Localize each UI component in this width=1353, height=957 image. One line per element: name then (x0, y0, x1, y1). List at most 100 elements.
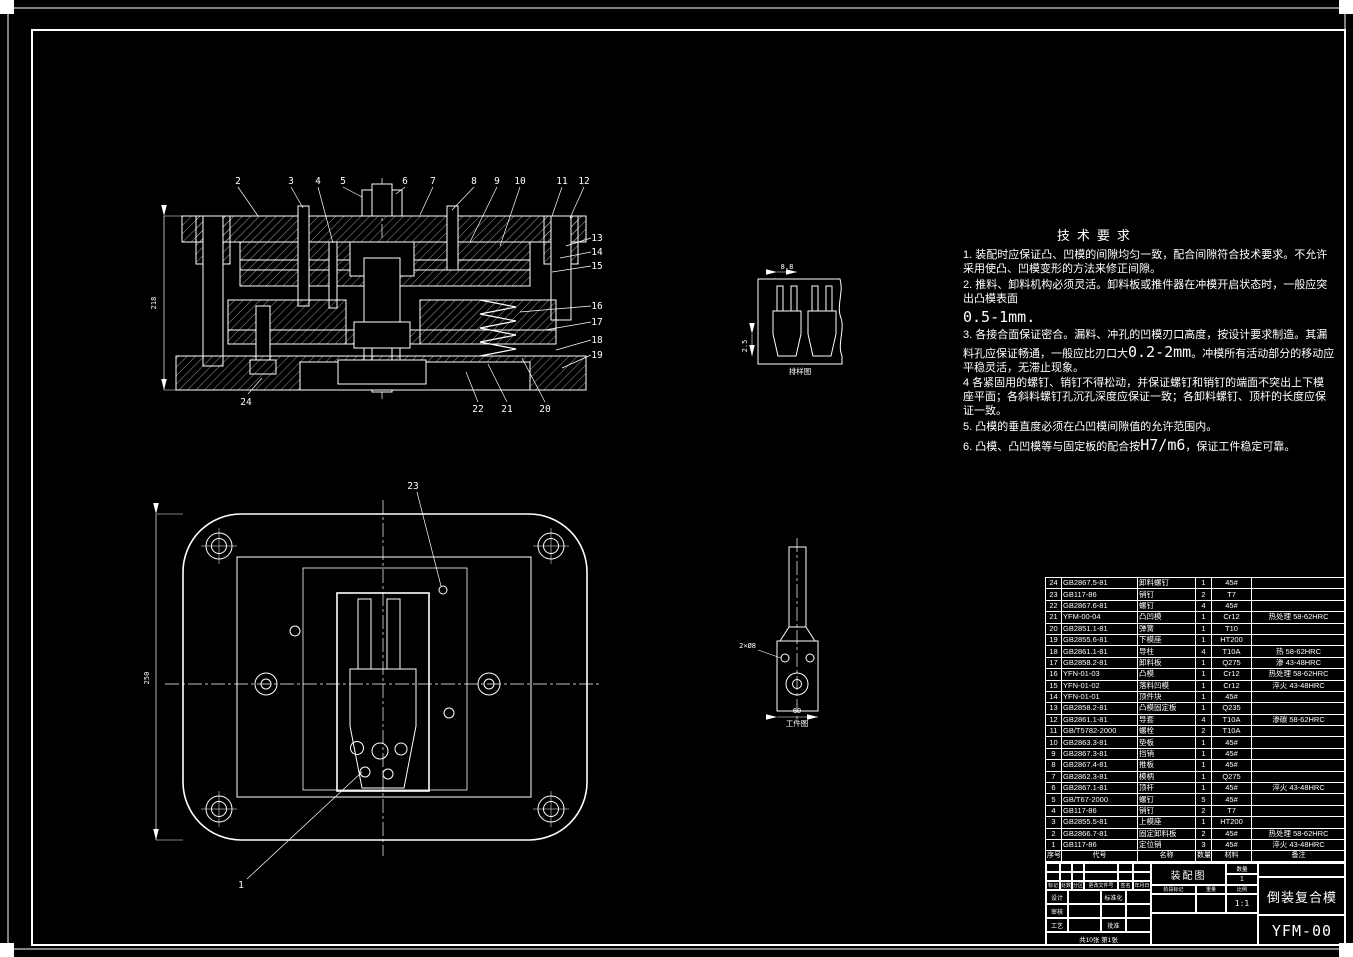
leader-line (451, 186, 475, 211)
bom-cell-num: 4 (1045, 804, 1062, 818)
bom-cell-note: 淬火 43-48HRC (1251, 838, 1346, 852)
bom-cell-note (1251, 816, 1346, 829)
callout-number: 18 (591, 335, 603, 346)
callout-number: 16 (591, 301, 603, 312)
screw-pin (328, 241, 338, 309)
leader-line (757, 649, 782, 659)
revision-header: 签名 (1118, 881, 1133, 890)
bom-cell-note (1251, 725, 1346, 738)
bom-cell-name: 螺钉 (1137, 793, 1196, 806)
role-process: 工艺 (1046, 918, 1068, 932)
dimension-texts: 218 250 8.8 2.5 60 2×Ø8 排样图 工件图 (143, 263, 811, 728)
bom-cell-note (1251, 793, 1346, 806)
die-plate-left (227, 299, 347, 331)
callout-number: 3 (288, 176, 294, 187)
bom-cell-note (1251, 622, 1346, 635)
workpiece-hole (359, 766, 371, 778)
revision-cell (1060, 863, 1072, 872)
workpiece-hole (780, 653, 790, 663)
tech-item: 3. 各接合面保证密合。漏料、冲孔的凹模刃口高度，按设计要求制造。其漏料孔应保证… (963, 329, 1335, 375)
leader-line (465, 371, 479, 403)
bom-cell-qty: 1 (1195, 782, 1212, 795)
bom-cell-material: HT200 (1211, 633, 1252, 647)
bom-cell-qty: 1 (1195, 816, 1212, 829)
bom-cell-material: 45# (1211, 793, 1252, 806)
bom-cell-qty: 2 (1195, 588, 1212, 601)
bom-cell-code: GB/T67-2000 (1061, 793, 1138, 806)
bom-cell-num: 2 (1045, 827, 1062, 841)
bom-cell-qty: 1 (1195, 690, 1212, 704)
workpiece-body (349, 668, 417, 789)
bom-cell-code: YFM-00-04 (1061, 611, 1138, 624)
dim-label: 250 (143, 672, 151, 685)
bom-cell-name: 凸模 (1137, 668, 1196, 681)
leader-line (290, 186, 304, 209)
bom-cell-qty: 1 (1195, 702, 1212, 715)
bom-cell-num: 8 (1045, 759, 1062, 772)
callout-number: 4 (315, 176, 321, 187)
bom-cell-material: Cr12 (1211, 611, 1252, 624)
bom-cell-note (1251, 747, 1346, 761)
revision-cell (1133, 872, 1151, 881)
bom-cell-name: 顶件块 (1137, 690, 1196, 704)
die-cavity (336, 592, 430, 792)
bom-cell-code: GB117-86 (1061, 804, 1138, 818)
callout-number: 14 (591, 247, 603, 258)
dim-label: 60 (793, 707, 801, 715)
pin-hole (289, 625, 301, 637)
bom-cell-material: Q235 (1211, 702, 1252, 715)
bom-cell-qty: 1 (1195, 633, 1212, 647)
bom-cell-num: 10 (1045, 736, 1062, 749)
bom-cell-num: 18 (1045, 645, 1062, 658)
spring (479, 299, 517, 357)
bom-cell-name: 固定卸料板 (1137, 827, 1196, 841)
revision-cell (1084, 872, 1118, 881)
drawing-number: YFM-00 (1258, 915, 1346, 946)
bom-cell-material: 45# (1211, 747, 1252, 761)
guide-pillar-right (550, 215, 572, 321)
bom-cell-num: 23 (1045, 588, 1062, 601)
leader-line (551, 265, 592, 273)
revision-header: 分区 (1072, 881, 1084, 890)
screw-pin (297, 205, 310, 307)
workpiece-hole (350, 741, 364, 755)
bom-cell-name: 弹簧 (1137, 622, 1196, 635)
bom-cell-note: 热 58-62HRC (1251, 645, 1346, 658)
callout-number: 17 (591, 317, 602, 328)
bom-cell-qty: 1 (1195, 770, 1212, 784)
stage-value (1151, 894, 1196, 913)
bom-cell-qty: 2 (1195, 725, 1212, 738)
bom-cell-note: 淬火 43-48HRC (1251, 782, 1346, 795)
bom-cell-code: GB2866.7-81 (1061, 827, 1138, 841)
bom-cell-note (1251, 736, 1346, 749)
bom-cell-qty: 2 (1195, 827, 1212, 841)
bom-cell-num: 13 (1045, 702, 1062, 715)
callout-number: 7 (430, 176, 436, 187)
qty-label: 数量 (1226, 863, 1258, 874)
bom-cell-qty: 1 (1195, 747, 1212, 761)
bom-cell-name: 顶杆 (1137, 782, 1196, 795)
tech-text-segment: 。冲模所有活动部分的移动应平稳灵活，无滞止现象。 (963, 347, 1335, 374)
bom-cell-name: 垫板 (1137, 736, 1196, 749)
leader-line (544, 321, 592, 331)
bom-cell-note (1251, 759, 1346, 772)
pin-hole (438, 585, 448, 595)
tech-item-value: 0.5-1mm. (963, 308, 1036, 327)
bom-cell-name: 螺钉 (1137, 599, 1196, 613)
stage-label: 阶段标记 (1151, 885, 1196, 894)
inner-frame (31, 29, 1346, 946)
scale-value: 1:1 (1226, 894, 1258, 913)
sheet-info: 共10张 第1张 (1046, 932, 1151, 946)
bom-cell-note (1251, 588, 1346, 601)
bom-cell-name: 销钉 (1137, 804, 1196, 818)
